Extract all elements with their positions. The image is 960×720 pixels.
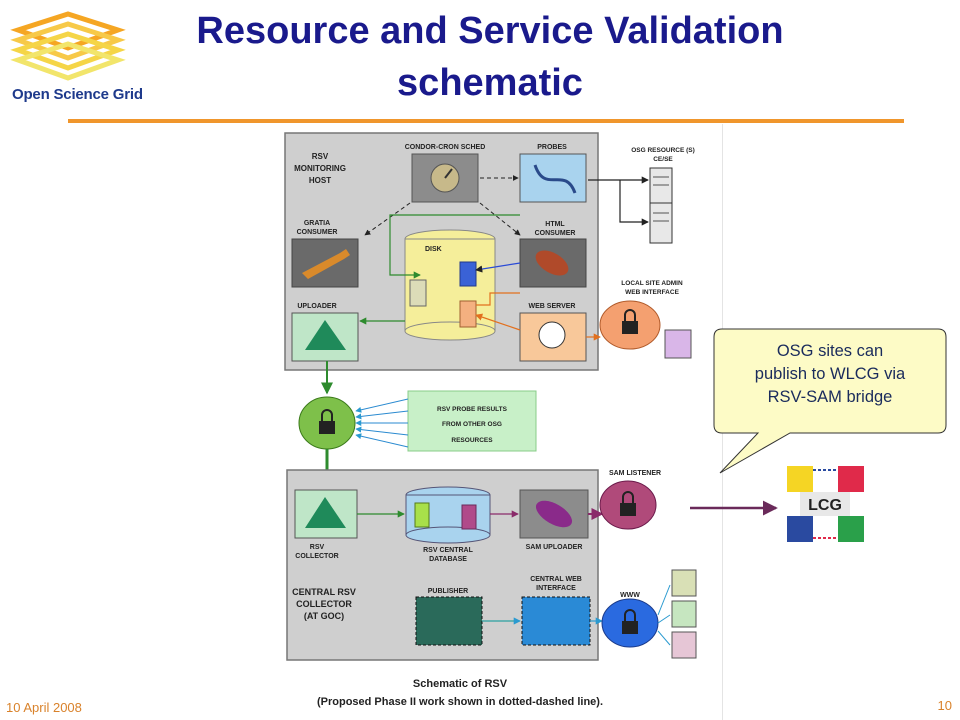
probe-results-label: RSV PROBE RESULTS xyxy=(437,406,508,413)
user-icon xyxy=(664,329,692,359)
footer-date: 10 April 2008 xyxy=(6,700,82,715)
html-consumer-label: HTML xyxy=(545,221,565,228)
sam-uploader-label: SAM UPLOADER xyxy=(526,544,583,551)
db-file-green xyxy=(414,502,430,528)
probes-icon xyxy=(533,164,577,194)
logo-diamonds xyxy=(10,11,126,81)
gratia-label-2: CONSUMER xyxy=(297,229,338,236)
page-title-line1: Resource and Service Validation xyxy=(196,10,784,52)
central-db-label-2: DATABASE xyxy=(429,556,467,563)
probe-results-label-3: RESOURCES xyxy=(451,437,493,444)
globe-icon xyxy=(538,321,566,349)
callout-line3: RSV-SAM bridge xyxy=(767,388,893,406)
db-file-purple xyxy=(461,504,477,530)
lcg-section: LCG xyxy=(690,466,864,542)
local-admin-label-2: WEB INTERFACE xyxy=(625,289,679,296)
html-consumer-box xyxy=(519,238,587,288)
publisher-box xyxy=(415,596,483,646)
logo-text: Open Science Grid xyxy=(12,86,143,103)
uploader-icon xyxy=(305,320,346,350)
central-web-box xyxy=(521,596,591,646)
probe-results-box xyxy=(407,390,537,452)
html-consumer-label-2: CONSUMER xyxy=(535,230,576,237)
user-icon-1 xyxy=(671,569,697,597)
title-rule xyxy=(68,119,904,123)
lcg-logo: LCG xyxy=(787,466,864,542)
caption-line2: (Proposed Phase II work shown in dotted-… xyxy=(317,696,603,708)
central-db-label: RSV CENTRAL xyxy=(423,547,474,554)
probe-results-label-2: FROM OTHER OSG xyxy=(442,421,502,428)
callout-line2: publish to WLCG via xyxy=(754,365,906,383)
local-admin-label: LOCAL SITE ADMIN xyxy=(621,280,683,287)
central-db-bottom xyxy=(405,526,491,544)
disk-label: DISK xyxy=(425,246,442,253)
collector-label-2: COLLECTOR xyxy=(295,553,338,560)
central-label: CENTRAL RSV xyxy=(292,587,356,597)
uploader-label: UPLOADER xyxy=(297,303,336,310)
lock-icon-green xyxy=(319,421,335,434)
callout-line1: OSG sites can xyxy=(776,342,884,360)
lock-icon-www xyxy=(622,621,638,634)
lock-icon-sam xyxy=(620,503,636,516)
www-label: WWW xyxy=(620,592,640,599)
osg-logo xyxy=(10,11,126,81)
disk-file-blue xyxy=(459,261,477,287)
rsv-schematic: RSV MONITORING HOST CONDOR-CRON SCHED PR… xyxy=(284,132,697,708)
condor-cron-label: CONDOR-CRON SCHED xyxy=(405,144,486,151)
lcg-text: LCG xyxy=(808,497,842,514)
probes-label: PROBES xyxy=(537,144,567,151)
osg-resource-label: OSG RESOURCE (S) xyxy=(631,147,695,154)
user-icon-3 xyxy=(671,631,697,659)
osg-resource-label-2: CE/SE xyxy=(653,156,673,163)
monitoring-host-label-3: HOST xyxy=(309,176,331,185)
web-server-label: WEB SERVER xyxy=(529,303,576,310)
lock-icon xyxy=(622,321,638,334)
central-web-label: CENTRAL WEB xyxy=(530,576,582,583)
caption-line1: Schematic of RSV xyxy=(413,678,508,690)
sam-listener-label: SAM LISTENER xyxy=(609,470,661,477)
central-label-3: (AT GOC) xyxy=(304,611,344,621)
collector-label: RSV xyxy=(310,544,325,551)
publisher-label: PUBLISHER xyxy=(428,588,468,595)
disk-file-gray xyxy=(409,279,427,307)
central-label-2: COLLECTOR xyxy=(296,599,352,609)
monitoring-host-label: RSV xyxy=(312,152,329,161)
central-web-label-2: INTERFACE xyxy=(536,585,576,592)
gratia-label: GRATIA xyxy=(304,220,330,227)
collector-icon xyxy=(305,497,346,528)
page-number: 10 xyxy=(937,698,952,713)
server-icon-2 xyxy=(649,202,673,244)
monitoring-host-label-2: MONITORING xyxy=(294,164,346,173)
disk-bottom xyxy=(404,321,496,341)
sam-uploader-icon xyxy=(535,500,573,528)
probes-box xyxy=(519,153,587,203)
page-title-line2: schematic xyxy=(397,62,583,104)
callout-bubble xyxy=(713,328,947,474)
server-icon-1 xyxy=(649,167,673,209)
html-consumer-icon xyxy=(535,250,569,276)
user-icon-2 xyxy=(671,600,697,628)
callout-text: OSG sites can publish to WLCG via RSV-SA… xyxy=(714,340,946,409)
disk-file-orange xyxy=(459,300,477,328)
wrench-icon xyxy=(302,249,350,279)
